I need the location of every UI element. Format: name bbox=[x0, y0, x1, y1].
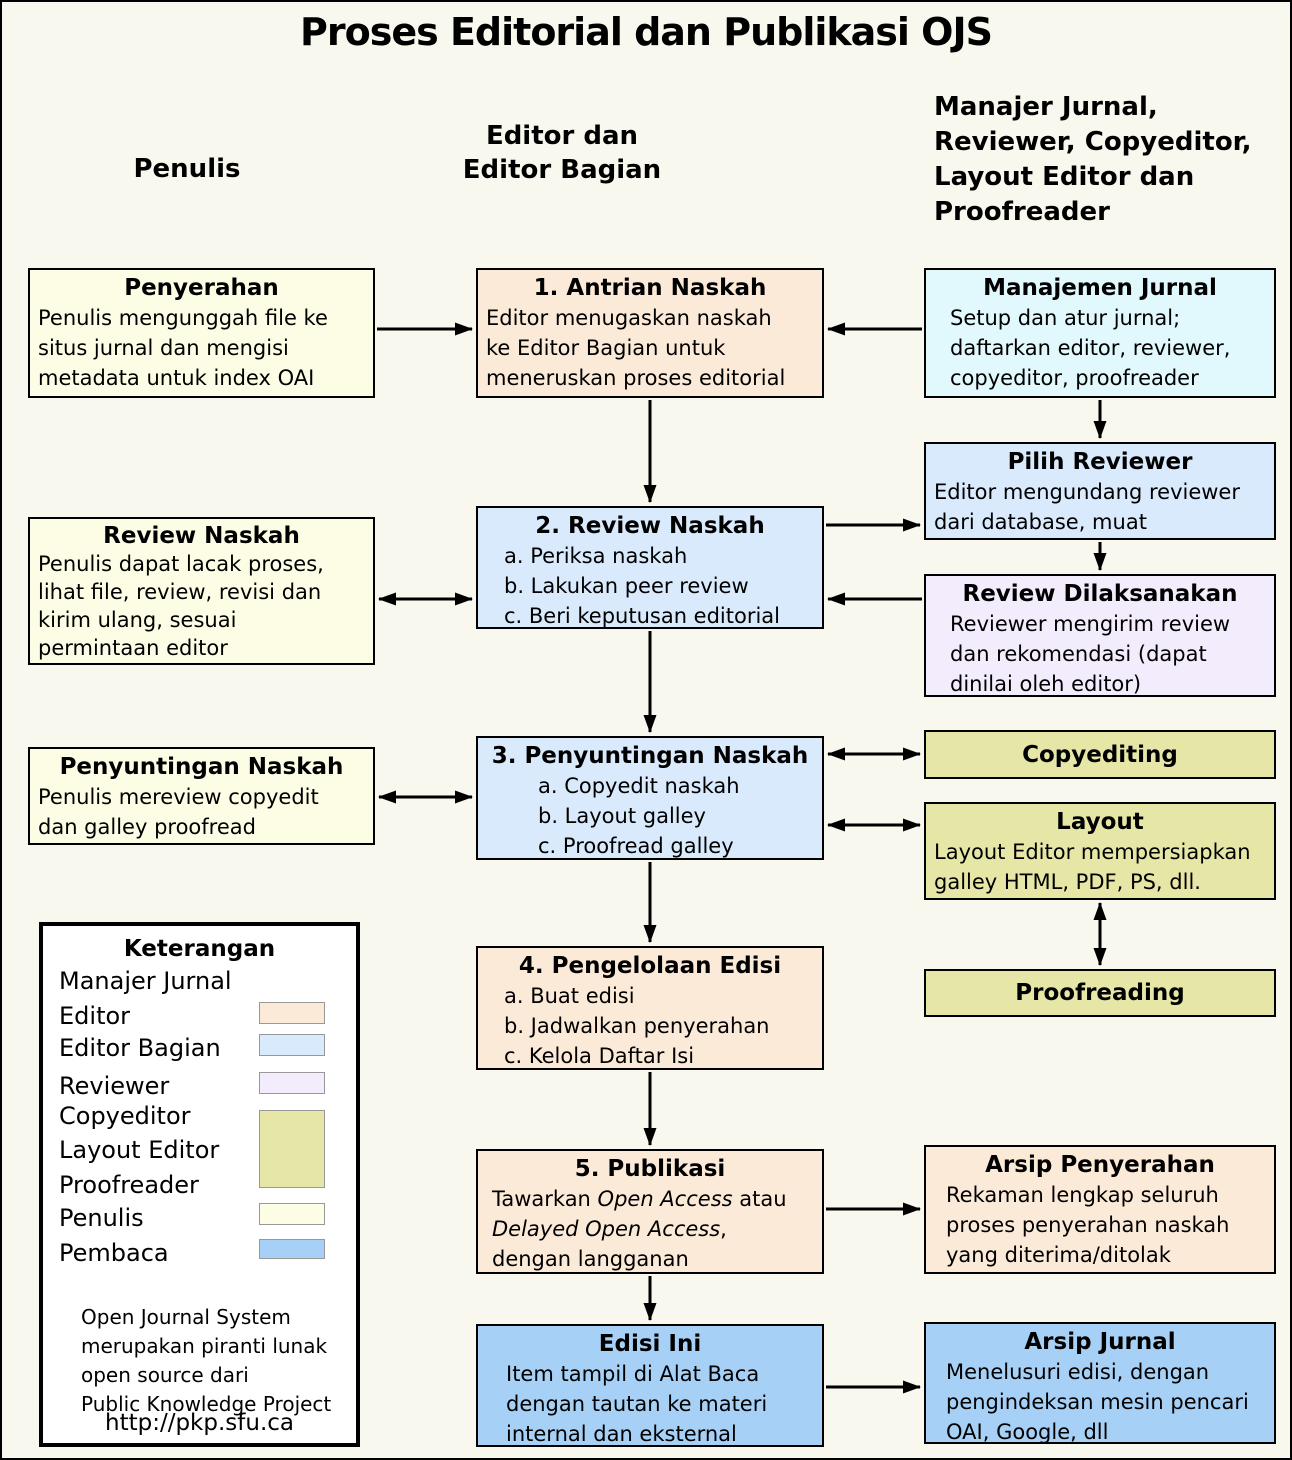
legend-box: Keterangan Manajer Jurnal Editor Editor … bbox=[39, 922, 360, 1447]
box-body: Menelusuri edisi, dengan pengindeksan me… bbox=[946, 1360, 1249, 1444]
box-title: 2. Review Naskah bbox=[535, 513, 765, 539]
box-arsip-jurnal: Arsip Jurnal Menelusuri edisi, dengan pe… bbox=[924, 1322, 1276, 1444]
box-title: 3. Penyuntingan Naskah bbox=[491, 743, 809, 769]
box-title: Review Dilaksanakan bbox=[962, 581, 1238, 607]
box-body: Setup dan atur jurnal; daftarkan editor,… bbox=[950, 306, 1231, 390]
legend-label-copyeditor: Copyeditor bbox=[59, 1102, 191, 1130]
legend-label-manajer-jurnal: Manajer Jurnal bbox=[59, 967, 232, 995]
box-list-item: b. Layout galley bbox=[538, 804, 706, 828]
legend-label-layout-editor: Layout Editor bbox=[59, 1136, 220, 1164]
box-review-naskah-editor: 2. Review Naskah a. Periksa naskah b. La… bbox=[476, 506, 824, 629]
box-penyuntingan-naskah-editor: 3. Penyuntingan Naskah a. Copyedit naska… bbox=[476, 736, 824, 860]
box-body: Layout Editor mempersiapkan galley HTML,… bbox=[934, 840, 1251, 894]
box-penyuntingan-naskah-penulis: Penyuntingan Naskah Penulis mereview cop… bbox=[28, 747, 375, 845]
box-layout: Layout Layout Editor mempersiapkan galle… bbox=[924, 802, 1276, 900]
box-list-item: c. Kelola Daftar Isi bbox=[504, 1044, 695, 1068]
legend-label-editor-bagian: Editor Bagian bbox=[59, 1034, 221, 1062]
box-title: Copyediting bbox=[1022, 741, 1178, 768]
box-list-item: b. Lakukan peer review bbox=[504, 574, 749, 598]
diagram-title: Proses Editorial dan Publikasi OJS bbox=[300, 10, 993, 54]
box-list-item: c. Beri keputusan editorial bbox=[504, 604, 781, 628]
legend-label-proofreader: Proofreader bbox=[59, 1171, 199, 1199]
box-list-item: a. Buat edisi bbox=[504, 984, 635, 1008]
box-body-line: dengan langganan bbox=[492, 1247, 689, 1271]
box-title: 5. Publikasi bbox=[574, 1156, 726, 1182]
legend-title: Keterangan bbox=[123, 936, 276, 962]
box-proofreading: Proofreading bbox=[924, 969, 1276, 1017]
box-edisi-ini: Edisi Ini Item tampil di Alat Baca denga… bbox=[476, 1324, 824, 1447]
legend-note: Open Journal System merupakan piranti lu… bbox=[81, 1305, 332, 1416]
box-body: Penulis dapat lacak proses, lihat file, … bbox=[38, 552, 324, 660]
legend-swatch-pembaca bbox=[259, 1239, 325, 1259]
legend-swatch-editor bbox=[259, 1002, 325, 1024]
legend-label-penulis: Penulis bbox=[59, 1204, 144, 1232]
box-title: 4. Pengelolaan Edisi bbox=[518, 953, 782, 979]
box-body: Penulis mereview copyedit dan galley pro… bbox=[38, 785, 319, 839]
box-title: Pilih Reviewer bbox=[1007, 449, 1193, 475]
box-title: Review Naskah bbox=[103, 523, 300, 549]
box-body: Rekaman lengkap seluruh proses penyeraha… bbox=[946, 1183, 1230, 1267]
box-copyediting: Copyediting bbox=[924, 730, 1276, 779]
legend-label-pembaca: Pembaca bbox=[59, 1239, 169, 1267]
column-header-manajer-jurnal: Manajer Jurnal, Reviewer, Copyeditor, La… bbox=[934, 92, 1252, 227]
box-antrian-naskah: 1. Antrian Naskah Editor menugaskan nask… bbox=[476, 268, 824, 398]
box-pengelolaan-edisi: 4. Pengelolaan Edisi a. Buat edisi b. Ja… bbox=[476, 946, 824, 1070]
legend-swatch-reviewer bbox=[259, 1072, 325, 1094]
box-list-item: a. Copyedit naskah bbox=[538, 774, 740, 798]
legend-swatch-editor-bagian bbox=[259, 1034, 325, 1056]
box-body: Penulis mengunggah file ke situs jurnal … bbox=[38, 306, 328, 390]
box-publikasi: 5. Publikasi Tawarkan Open Access atau D… bbox=[476, 1149, 824, 1274]
column-header-penulis: Penulis bbox=[133, 154, 241, 184]
box-body: Editor mengundang reviewer dari database… bbox=[934, 480, 1240, 534]
box-list-item: a. Periksa naskah bbox=[504, 544, 688, 568]
box-body-line: Tawarkan Open Access atau bbox=[492, 1187, 787, 1211]
box-review-naskah-penulis: Review Naskah Penulis dapat lacak proses… bbox=[28, 517, 375, 665]
box-title: 1. Antrian Naskah bbox=[533, 275, 767, 301]
box-body: Item tampil di Alat Baca dengan tautan k… bbox=[506, 1362, 768, 1446]
box-title: Penyuntingan Naskah bbox=[59, 754, 344, 780]
box-title: Proofreading bbox=[1015, 980, 1185, 1006]
box-title: Arsip Penyerahan bbox=[985, 1152, 1215, 1178]
box-review-dilaksanakan: Review Dilaksanakan Reviewer mengirim re… bbox=[924, 574, 1276, 697]
box-list-item: c. Proofread galley bbox=[538, 834, 734, 858]
legend-swatch-penulis bbox=[259, 1203, 325, 1225]
box-manajemen-jurnal: Manajemen Jurnal Setup dan atur jurnal; … bbox=[924, 268, 1276, 398]
box-penyerahan: Penyerahan Penulis mengunggah file ke si… bbox=[28, 268, 375, 398]
box-body: Editor menugaskan naskah ke Editor Bagia… bbox=[486, 306, 786, 390]
box-title: Arsip Jurnal bbox=[1024, 1329, 1176, 1355]
box-body: Reviewer mengirim review dan rekomendasi… bbox=[950, 612, 1231, 696]
box-pilih-reviewer: Pilih Reviewer Editor mengundang reviewe… bbox=[924, 442, 1276, 540]
box-title: Edisi Ini bbox=[598, 1331, 702, 1357]
box-body-line: Delayed Open Access, bbox=[492, 1217, 727, 1241]
box-arsip-penyerahan: Arsip Penyerahan Rekaman lengkap seluruh… bbox=[924, 1145, 1276, 1274]
box-title: Manajemen Jurnal bbox=[983, 275, 1217, 301]
box-list-item: b. Jadwalkan penyerahan bbox=[504, 1014, 770, 1038]
legend-label-reviewer: Reviewer bbox=[59, 1072, 170, 1100]
legend-url: http://pkp.sfu.ca bbox=[105, 1410, 294, 1436]
legend-label-editor: Editor bbox=[59, 1002, 131, 1030]
box-title: Penyerahan bbox=[124, 275, 279, 301]
box-title: Layout bbox=[1056, 809, 1144, 835]
legend-swatch-copyeditor-layout-proofreader bbox=[259, 1110, 325, 1188]
column-header-editor: Editor dan Editor Bagian bbox=[462, 121, 662, 185]
